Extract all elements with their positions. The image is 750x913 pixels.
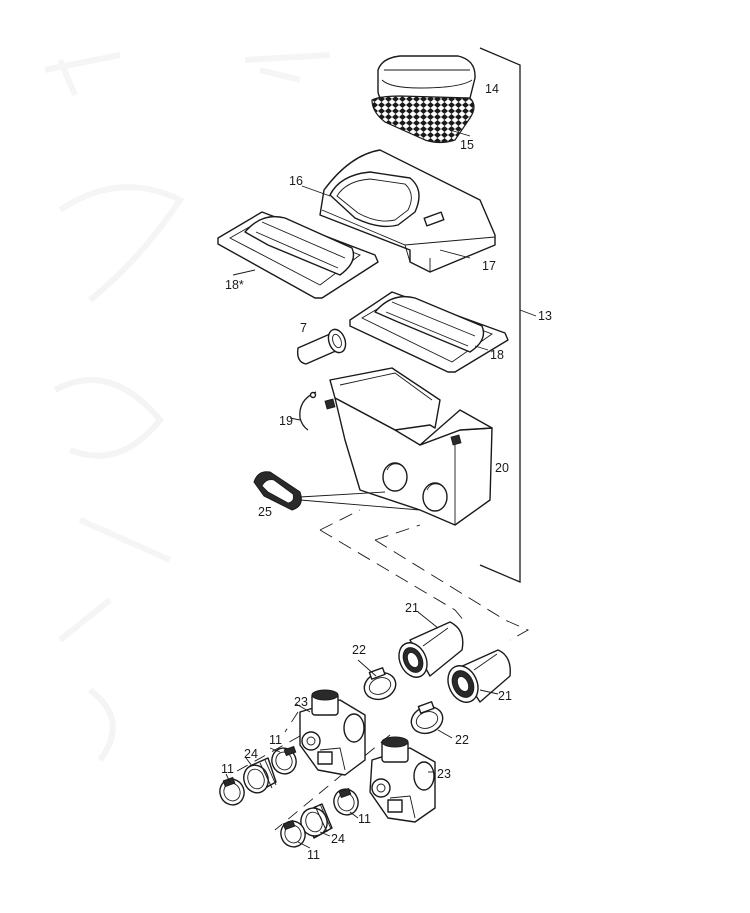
intake-boot-lower [447, 649, 511, 703]
callout-18-star: 18* [225, 278, 244, 292]
callout-11-b: 11 [221, 762, 234, 776]
callout-7: 7 [300, 321, 307, 335]
airbox-housing [324, 367, 493, 526]
filter-seal [329, 171, 420, 228]
background-watermark [44, 52, 331, 762]
filter-mesh-cage [371, 95, 475, 144]
callout-labels: 14 15 16 17 18* 13 7 18 19 20 25 21 22 2… [221, 82, 552, 862]
side-cover-left [217, 211, 379, 299]
callout-19: 19 [279, 414, 293, 428]
rubber-grommet [253, 471, 421, 511]
assembly-bracket-13 [479, 47, 537, 583]
callout-22-lower: 22 [455, 733, 469, 747]
intake-snorkel-tube [296, 328, 347, 365]
carburetor-upper [299, 689, 366, 776]
callout-11-a: 11 [269, 733, 282, 747]
callout-13: 13 [538, 309, 552, 323]
hose-clamp-upper-inner [271, 745, 297, 775]
boot-clamp-lower [410, 701, 444, 735]
callout-11-d: 11 [307, 848, 320, 862]
dashed-centerlines [229, 509, 530, 831]
callout-16: 16 [289, 174, 303, 188]
callout-21-lower: 21 [498, 689, 512, 703]
retaining-clip [299, 391, 317, 431]
leader-lines [225, 129, 499, 849]
callout-15: 15 [460, 138, 474, 152]
callout-17: 17 [482, 259, 496, 273]
callout-24-upper: 24 [244, 747, 258, 761]
callout-25: 25 [258, 505, 272, 519]
callout-22-upper: 22 [352, 643, 366, 657]
callout-14: 14 [485, 82, 499, 96]
side-cover-right [349, 291, 509, 373]
callout-18: 18 [490, 348, 504, 362]
callout-11-c: 11 [358, 812, 371, 826]
hose-clamp-lower-outer [280, 819, 306, 848]
carburetor-lower [369, 736, 436, 823]
carb-manifold-rubber-upper [243, 757, 277, 794]
hose-clamp-lower-inner [333, 787, 359, 816]
intake-boot-upper [398, 621, 464, 678]
callout-20: 20 [495, 461, 509, 475]
carb-manifold-rubber-lower [300, 803, 333, 839]
callout-23-lower: 23 [437, 767, 451, 781]
callout-21-upper: 21 [405, 601, 419, 615]
hose-clamp-upper-outer [219, 776, 245, 806]
callout-23-upper: 23 [294, 695, 308, 709]
boot-clamp-upper [363, 667, 397, 701]
callout-24-lower: 24 [331, 832, 345, 846]
